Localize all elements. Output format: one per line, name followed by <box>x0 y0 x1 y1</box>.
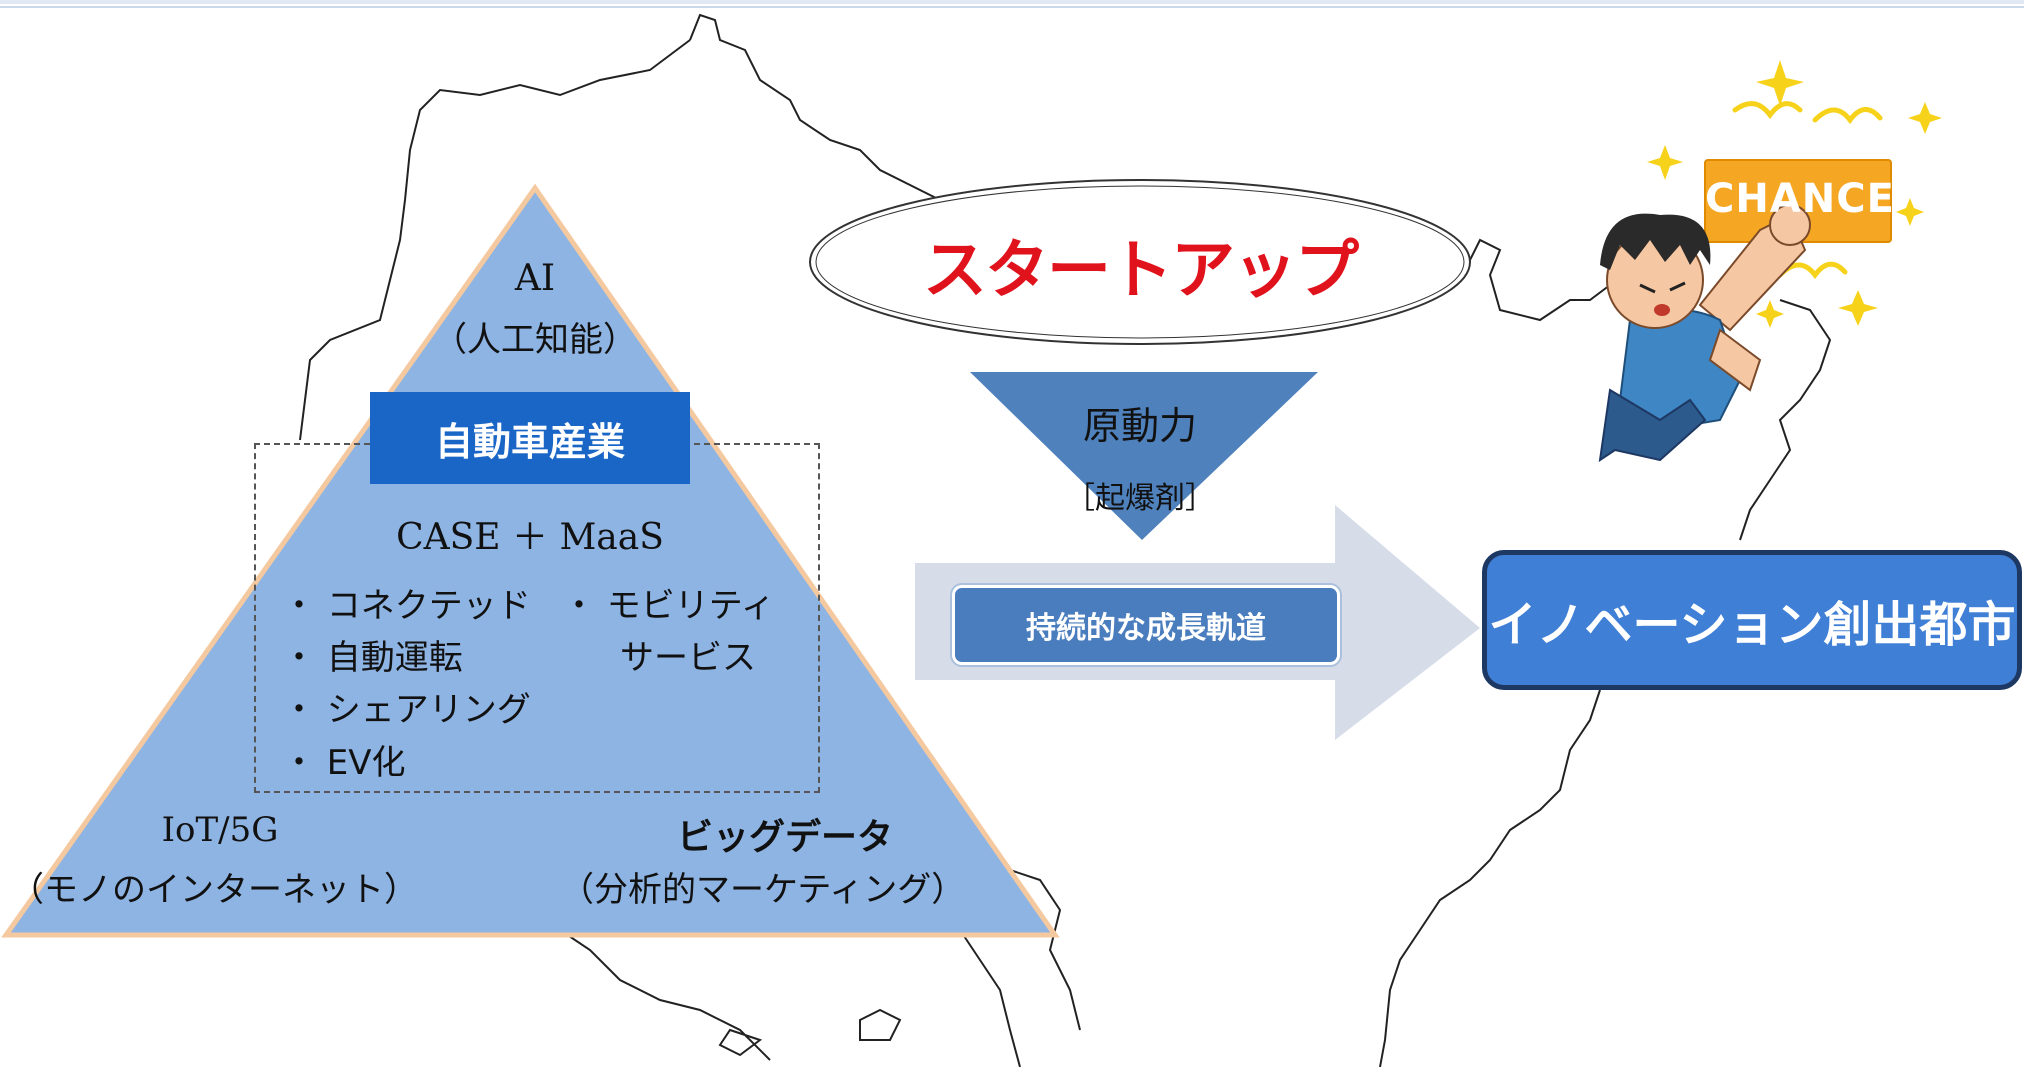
chance-sign-text: CHANCE <box>1705 176 1895 222</box>
maas-item-service: サービス <box>620 638 756 678</box>
ai-title: AI <box>514 258 556 299</box>
driving-force-triangle <box>970 372 1318 540</box>
case-item-autonomous: ・ 自動運転 <box>282 638 463 678</box>
startup-label: スタートアップ <box>923 234 1359 308</box>
top-border-line <box>0 6 2024 8</box>
bigdata-subtitle: （分析的マーケティング） <box>560 870 966 910</box>
case-item-connected: ・ コネクテッド <box>282 586 531 626</box>
detonator-label: ［起爆剤］ <box>1065 481 1215 516</box>
sustainable-growth-pill: 持続的な成長軌道 <box>952 585 1340 665</box>
automotive-industry-box: 自動車産業 <box>370 392 690 484</box>
bigdata-title: ビッグデータ <box>676 817 893 858</box>
case-item-ev: ・ EV化 <box>282 743 406 783</box>
ai-subtitle: （人工知能） <box>433 320 637 360</box>
pyramid-triangle <box>1 183 1060 938</box>
iot-title: IoT/5G <box>161 810 279 850</box>
startup-ellipse <box>809 179 1471 345</box>
top-border <box>0 0 2024 4</box>
case-item-sharing: ・ シェアリング <box>282 690 531 730</box>
iot-subtitle: （モノのインターネット） <box>10 870 418 910</box>
maas-item-mobility: ・ モビリティ <box>562 586 775 626</box>
chance-illustration <box>1598 60 1942 463</box>
case-maas-heading: CASE ＋ MaaS <box>396 517 664 558</box>
innovation-city-box: イノベーション創出都市 <box>1482 550 2022 690</box>
driving-force-label: 原動力 <box>1082 404 1197 448</box>
map-outline-south <box>559 869 1081 1067</box>
